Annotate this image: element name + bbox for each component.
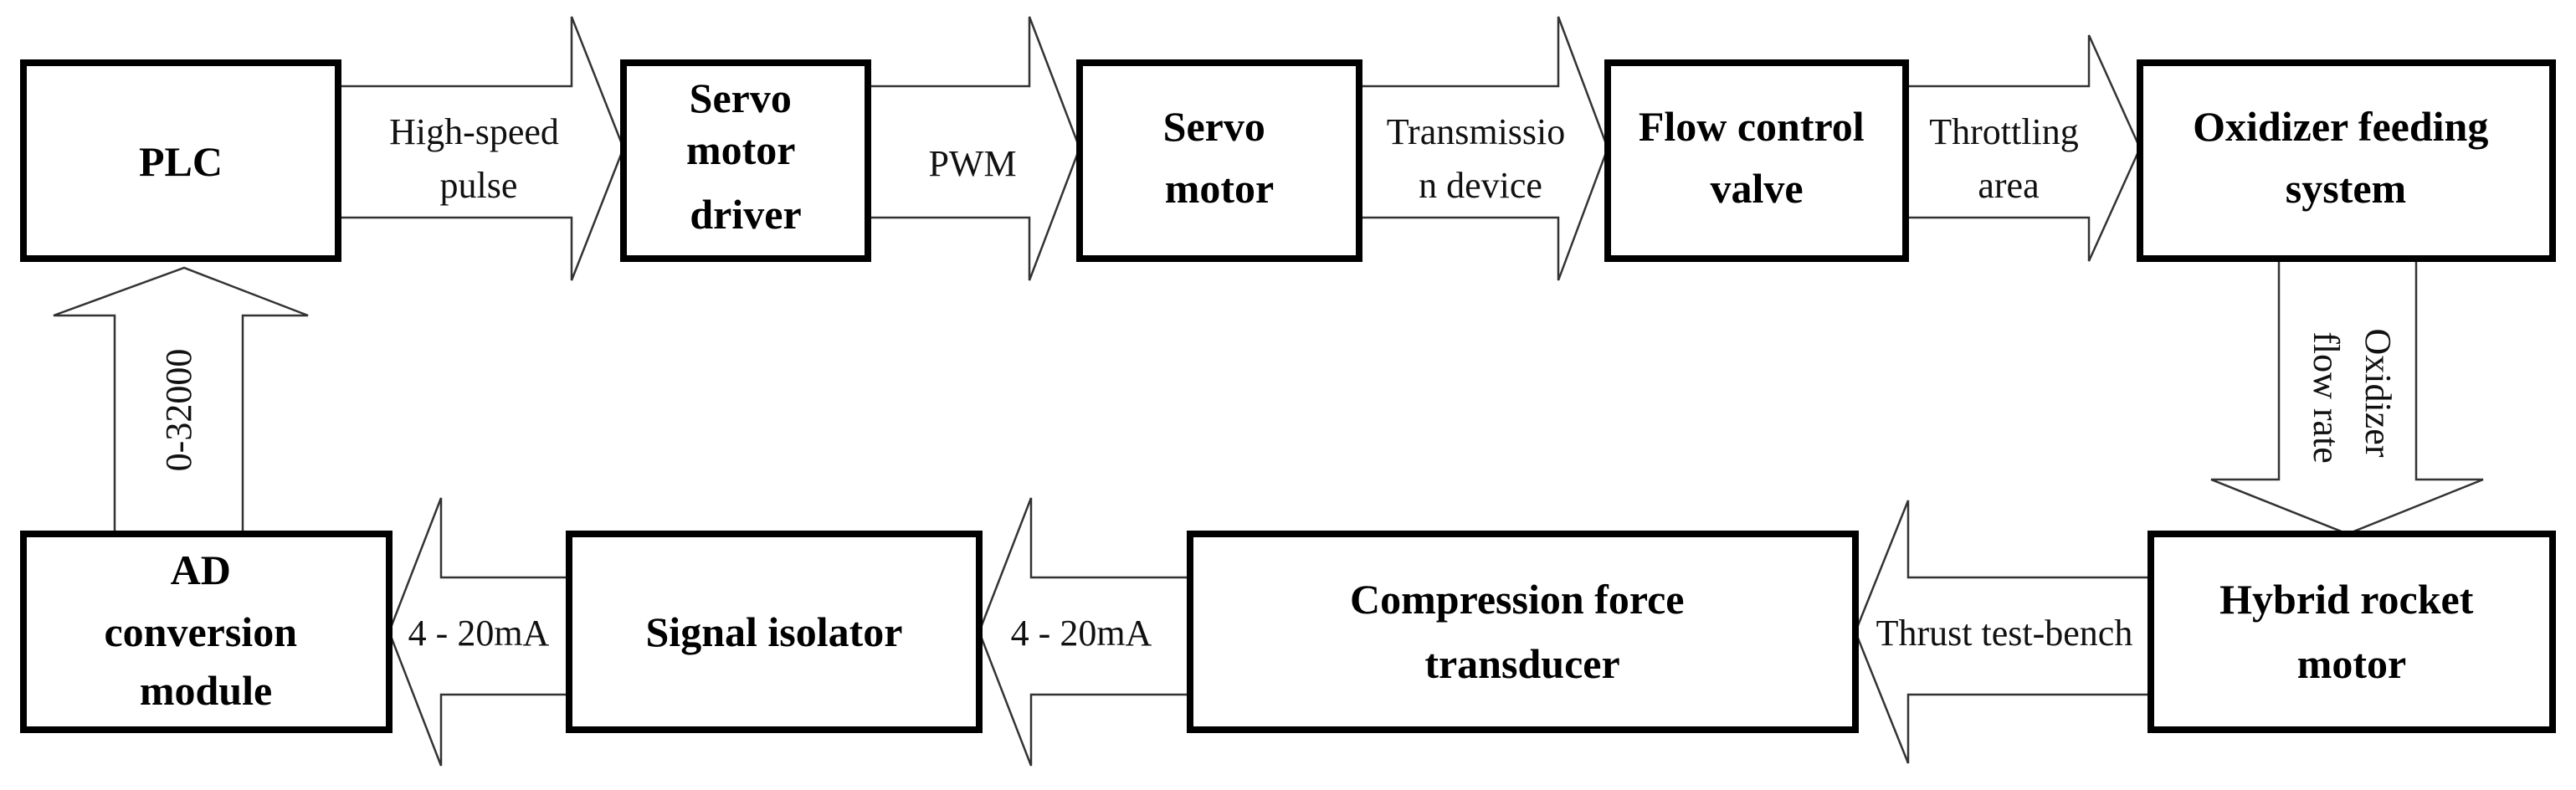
arrow-oxidizer-flow: [2210, 249, 2484, 536]
label-ad-module-line: conversion: [104, 608, 297, 655]
label-transmission-line: Transmissio: [1387, 111, 1566, 152]
arrow-current-2: [978, 497, 1192, 767]
label-ad-module-line: module: [140, 667, 272, 714]
label-high-speed-pulse: High-speed pulse: [389, 111, 568, 206]
label-servo-driver-line: driver: [690, 191, 801, 238]
label-servo-driver-line: motor: [686, 126, 795, 173]
label-signal-isolator: Signal isolator: [646, 608, 903, 655]
label-oxidizer-system-line: Oxidizer feeding: [2193, 103, 2488, 150]
label-servo-motor: Servo motor: [1163, 103, 1276, 212]
box-ad-module: [20, 531, 393, 733]
label-thrust: Thrust test-bench: [1876, 613, 2133, 654]
label-hybrid-motor: Hybrid rocket motor: [2219, 576, 2484, 687]
label-flow-valve: Flow control valve: [1639, 103, 1875, 212]
label-oxidizer-flow: Oxidizer flow rate: [2306, 329, 2399, 467]
label-oxidizer-flow-line: Oxidizer: [2358, 329, 2399, 458]
arrow-current-1: [387, 497, 571, 767]
label-adc-range: 0-32000: [158, 349, 199, 472]
label-current-1: 4 - 20mA: [408, 613, 550, 654]
label-ad-module-line: AD: [171, 546, 231, 593]
label-plc-line: PLC: [139, 138, 223, 185]
label-oxidizer-flow-line: flow rate: [2306, 331, 2347, 464]
label-oxidizer-system-line: system: [2286, 165, 2406, 212]
arrow-thrust: [1854, 500, 2153, 764]
label-oxidizer-system: Oxidizer feeding system: [2193, 103, 2499, 212]
label-high-speed-pulse-line: High-speed: [389, 111, 559, 152]
label-flow-valve-line: valve: [1710, 165, 1803, 212]
label-throttling: Throttling area: [1929, 111, 2087, 206]
label-plc: PLC: [139, 138, 223, 185]
label-servo-motor-line: motor: [1165, 165, 1275, 212]
label-current-1-line: 4 - 20mA: [408, 613, 550, 654]
label-hybrid-motor-line: Hybrid rocket: [2219, 576, 2474, 623]
box-oxidizer-system: [2137, 59, 2556, 262]
label-force-transducer: Compression force transducer: [1350, 576, 1695, 687]
label-signal-isolator-line: Signal isolator: [646, 608, 903, 655]
label-high-speed-pulse-line: pulse: [440, 165, 518, 206]
arrow-high-speed-pulse: [336, 16, 625, 281]
label-throttling-line: Throttling: [1929, 111, 2078, 152]
label-thrust-line: Thrust test-bench: [1876, 613, 2133, 654]
label-flow-valve-line: Flow control: [1639, 103, 1865, 150]
label-force-transducer-line: Compression force: [1350, 576, 1685, 623]
label-force-transducer-line: transducer: [1424, 640, 1619, 687]
box-hybrid-motor: [2148, 531, 2556, 733]
label-current-2: 4 - 20mA: [1011, 613, 1152, 654]
label-pwm: PWM: [928, 143, 1016, 184]
label-ad-module: AD conversion module: [104, 546, 307, 714]
box-plc: [20, 59, 341, 262]
arrow-throttling: [1904, 34, 2142, 262]
box-flow-valve: [1604, 59, 1909, 262]
label-transmission: Transmissio n device: [1387, 111, 1575, 206]
label-servo-driver-line: Servo: [690, 74, 792, 121]
label-hybrid-motor-line: motor: [2297, 640, 2407, 687]
label-pwm-line: PWM: [928, 143, 1016, 184]
arrow-adc-range: [53, 266, 309, 537]
box-servo-motor: [1076, 59, 1362, 262]
label-servo-motor-line: Servo: [1163, 103, 1265, 150]
label-adc-range-line: 0-32000: [158, 349, 199, 472]
label-throttling-line: area: [1978, 165, 2039, 206]
label-current-2-line: 4 - 20mA: [1011, 613, 1152, 654]
box-force-transducer: [1187, 531, 1859, 733]
label-transmission-line: n device: [1419, 165, 1542, 206]
box-signal-isolator: [566, 531, 983, 733]
arrow-pwm: [866, 16, 1081, 281]
arrow-transmission: [1357, 16, 1609, 281]
box-servo-driver: [620, 59, 871, 262]
label-servo-driver: Servo motor driver: [686, 74, 805, 238]
